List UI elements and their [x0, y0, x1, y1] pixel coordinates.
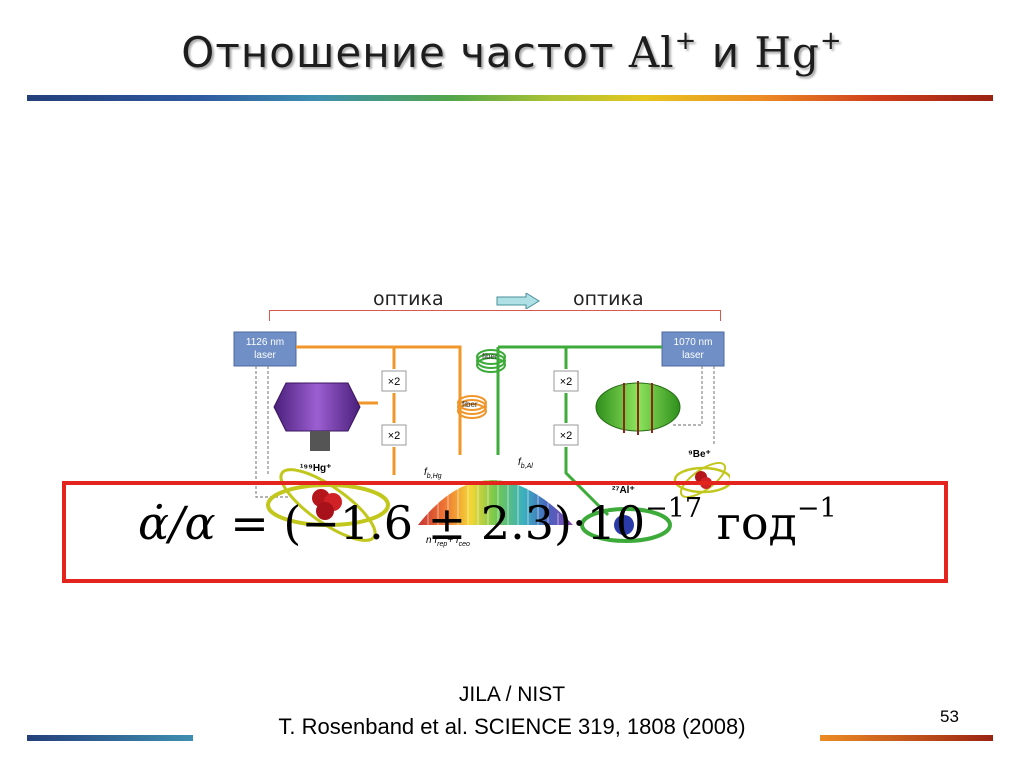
svg-text:×2: ×2 [388, 430, 401, 442]
ion-be-label: ⁹Be⁺ [688, 449, 711, 460]
fb-al-label: fb,Al [518, 457, 533, 470]
ion-hg-label: ¹⁹⁹Hg⁺ [300, 463, 331, 474]
laser-right-line2: laser [682, 350, 704, 361]
title-conjunction: и [697, 28, 755, 77]
al-ion-atom-icon [580, 507, 672, 543]
comb-formula-label: n frep+ fceo [426, 535, 470, 548]
be-ion-atom-icon [673, 461, 730, 499]
laser-1070nm-box: 1070 nm laser [661, 331, 725, 367]
laser-left-line1: 1126 nm [246, 337, 284, 348]
svg-text:×2: ×2 [560, 430, 573, 442]
laser-left-line2: laser [254, 350, 276, 361]
formula-unit: год [702, 496, 797, 550]
comb-teeth [427, 466, 559, 525]
footer-divider-right [820, 735, 993, 741]
drift-rate-formula: α̇/α = (−1.6 ± 2.3)·10−17 год−1 [138, 493, 837, 550]
optika-right-label: оптика [573, 288, 644, 310]
ion-al-label: ²⁷Al⁺ [612, 485, 635, 496]
result-frame [62, 481, 948, 583]
frequency-comb-spectrum [418, 480, 573, 525]
clock-comparison-diagram: 1126 nm laser 1070 nm laser ×2 ×2 ×2 ×2 [228, 325, 730, 555]
title-divider [27, 95, 993, 101]
right-arrow-icon [496, 293, 540, 309]
footer-divider-left [27, 735, 193, 741]
doubler-boxes: ×2 ×2 ×2 ×2 [381, 370, 579, 446]
formula-exponent: −17 [645, 493, 703, 524]
formula-rhs: = (−1.6 ± 2.3)·10 [215, 496, 646, 550]
formula-unit-exponent: −1 [796, 493, 837, 524]
credit-institution: JILA / NIST [458, 683, 566, 706]
fiber-label-mid: fiber [462, 400, 478, 409]
formula-lhs: α̇/α [138, 496, 216, 550]
svg-text:×2: ×2 [388, 376, 401, 388]
fiber-coil-top-icon [476, 349, 506, 373]
hg-beam-path [296, 345, 462, 475]
hg-trap-icon [273, 382, 361, 451]
page-number: 53 [940, 707, 959, 726]
title-prefix: Отношение частот [181, 28, 629, 77]
svg-text:×2: ×2 [560, 376, 573, 388]
laser-right-line1: 1070 nm [674, 337, 713, 348]
al-trap-icon [595, 381, 681, 435]
laser-1126nm-box: 1126 nm laser [233, 331, 297, 367]
fiber-coil-mid-icon [457, 395, 487, 419]
title-element-al: Al [628, 28, 675, 77]
optika-left-label: оптика [373, 288, 444, 310]
hg-ion-atom-icon [266, 468, 390, 542]
slide-title: Отношение частот Al+ и Hg+ [0, 28, 1024, 77]
title-element-hg: Hg [754, 28, 820, 77]
fiber-label-top: fiber [482, 352, 498, 361]
credit-citation: T. Rosenband et al. SCIENCE 319, 1808 (2… [278, 714, 746, 739]
title-charge-hg: + [819, 26, 843, 56]
feedback-lines [255, 366, 715, 498]
title-charge-al: + [674, 26, 698, 56]
fb-hg-label: fb,Hg [424, 467, 442, 480]
optics-bracket [269, 310, 721, 321]
